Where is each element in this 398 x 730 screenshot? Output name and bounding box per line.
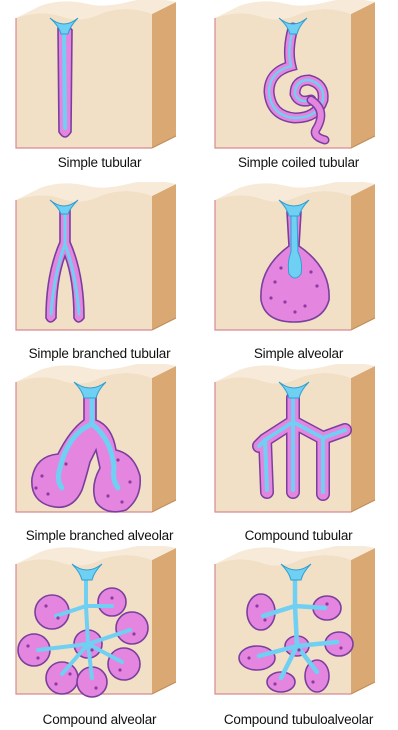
caption-compound-alveolar: Compound alveolar bbox=[0, 712, 199, 727]
cell-nucleus-dot bbox=[26, 644, 29, 647]
caption-simple-branched-tubular: Simple branched tubular bbox=[0, 346, 199, 361]
cell-nucleus-dot bbox=[128, 480, 131, 483]
cell-nucleus-dot bbox=[116, 458, 119, 461]
caption-simple-alveolar: Simple alveolar bbox=[199, 346, 398, 361]
panel-simple-alveolar: Simple alveolar bbox=[199, 182, 398, 364]
cell-nucleus-dot bbox=[46, 492, 49, 495]
cell-nucleus-dot bbox=[36, 656, 39, 659]
cell-nucleus-dot bbox=[339, 646, 342, 649]
caption-compound-tubuloalveolar: Compound tubuloalveolar bbox=[199, 712, 398, 727]
cell-nucleus-dot bbox=[120, 500, 123, 503]
cell-nucleus-dot bbox=[273, 280, 276, 283]
panel-compound-tubuloalveolar: Compound tubuloalveolar bbox=[199, 546, 398, 728]
cell-nucleus-dot bbox=[64, 462, 67, 465]
cell-nucleus-dot bbox=[315, 284, 318, 287]
panel-simple-branched-alveolar: Simple branched alveolar bbox=[0, 364, 199, 546]
simple-alveolar-illustration bbox=[199, 182, 398, 364]
cell-nucleus-dot bbox=[263, 618, 266, 621]
cell-nucleus-dot bbox=[132, 632, 135, 635]
cell-nucleus-dot bbox=[110, 596, 113, 599]
cell-nucleus-dot bbox=[309, 270, 312, 273]
cell-nucleus-dot bbox=[311, 680, 314, 683]
caption-simple-branched-alveolar: Simple branched alveolar bbox=[0, 528, 199, 543]
panel-compound-alveolar: Compound alveolar bbox=[0, 546, 199, 728]
compound-tubuloalveolar-illustration bbox=[199, 546, 398, 728]
cell-nucleus-dot bbox=[269, 296, 272, 299]
panel-simple-coiled-tubular: Simple coiled tubular bbox=[199, 0, 398, 182]
cell-nucleus-dot bbox=[56, 616, 59, 619]
cell-nucleus-dot bbox=[54, 682, 57, 685]
caption-simple-coiled-tubular: Simple coiled tubular bbox=[199, 155, 398, 170]
compound-alveolar-illustration bbox=[0, 546, 199, 728]
compound-tubular-illustration bbox=[199, 364, 398, 546]
caption-compound-tubular: Compound tubular bbox=[199, 528, 398, 543]
cell-nucleus-dot bbox=[44, 604, 47, 607]
cell-nucleus-dot bbox=[34, 486, 37, 489]
cell-nucleus-dot bbox=[94, 686, 97, 689]
cell-nucleus-dot bbox=[68, 672, 71, 675]
cell-nucleus-dot bbox=[247, 656, 250, 659]
panel-compound-tubular: Compound tubular bbox=[199, 364, 398, 546]
cell-nucleus-dot bbox=[325, 602, 328, 605]
cell-nucleus-dot bbox=[90, 648, 93, 651]
cell-nucleus-dot bbox=[303, 304, 306, 307]
panel-simple-branched-tubular: Simple branched tubular bbox=[0, 182, 199, 364]
caption-simple-tubular: Simple tubular bbox=[0, 155, 199, 170]
cell-nucleus-dot bbox=[293, 310, 296, 313]
cell-nucleus-dot bbox=[118, 668, 121, 671]
cell-nucleus-dot bbox=[279, 266, 282, 269]
simple-branched-alveolar-illustration bbox=[0, 364, 199, 546]
cell-nucleus-dot bbox=[273, 682, 276, 685]
cell-nucleus-dot bbox=[297, 648, 300, 651]
cell-nucleus-dot bbox=[106, 494, 109, 497]
cell-nucleus-dot bbox=[255, 604, 258, 607]
panel-simple-tubular: Simple tubular bbox=[0, 0, 199, 182]
cell-nucleus-dot bbox=[283, 300, 286, 303]
cell-nucleus-dot bbox=[40, 474, 43, 477]
simple-branched-tubular-illustration bbox=[0, 182, 199, 364]
